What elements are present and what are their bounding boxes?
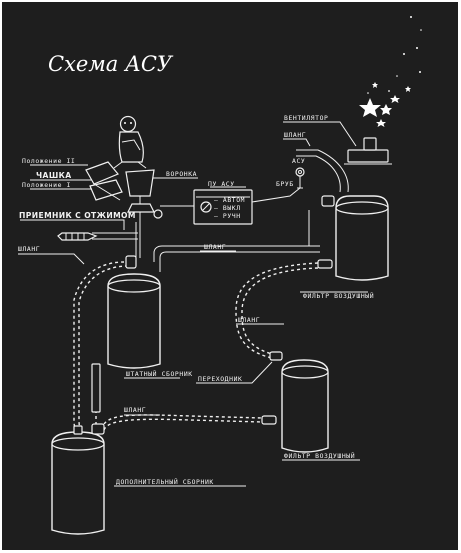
filter-bottom-tank xyxy=(261,351,329,453)
funnel xyxy=(125,169,155,197)
hose-right xyxy=(235,262,319,359)
valve-knob xyxy=(153,209,163,219)
label-avtom: – АВТОМ xyxy=(214,196,245,204)
star-small-1 xyxy=(372,82,378,88)
star-small-2 xyxy=(405,86,411,92)
label-shlang-mid: ШЛАНГ xyxy=(204,243,226,251)
star-large xyxy=(359,98,381,117)
pipe-inlet-shtatny xyxy=(125,255,137,269)
label-filtr-top: ФИЛЬТР ВОЗДУШНЫЙ xyxy=(303,291,374,300)
label-polozhenie-1: Положение I xyxy=(22,181,71,189)
label-chashka: ЧАШКА xyxy=(36,171,71,180)
label-shlang-top: ШЛАНГ xyxy=(284,131,306,139)
label-voronka: ВОРОНКА xyxy=(166,170,197,178)
label-asu: АСУ xyxy=(292,157,305,165)
pu-asu-box xyxy=(193,189,253,225)
diagram-title: Схема АСУ xyxy=(48,52,174,76)
leader-lines xyxy=(18,121,368,487)
hose-bottom-2 xyxy=(103,414,263,425)
fan-duct xyxy=(296,149,349,193)
label-shlang-right: ШЛАНГ xyxy=(238,316,260,324)
label-vykl: – ВЫКЛ xyxy=(214,204,241,212)
star-dot-3 xyxy=(410,16,412,18)
star-medium-3 xyxy=(376,119,386,127)
star-medium-2 xyxy=(390,95,400,103)
filter-top-tank xyxy=(317,195,389,281)
label-brub: БРУБ xyxy=(276,180,294,188)
star-dot-6 xyxy=(419,71,421,73)
hose-left xyxy=(73,261,125,437)
star-dot-7 xyxy=(388,90,390,92)
ventilator xyxy=(344,137,392,165)
hose-right-2 xyxy=(241,267,319,355)
label-perehodnik: ПЕРЕХОДНИК xyxy=(198,375,242,383)
hose-bottom xyxy=(103,418,263,431)
star-dot-4 xyxy=(420,29,422,31)
stars-decoration xyxy=(359,16,422,127)
operator-figure xyxy=(113,115,147,169)
label-polozhenie-2: Положение II xyxy=(22,157,75,165)
star-dot-5 xyxy=(396,75,398,77)
label-ruchn: – РУЧН xyxy=(214,212,241,220)
label-shlang-left: ШЛАНГ xyxy=(18,245,40,253)
pipe-to-filter xyxy=(153,245,320,262)
dop-collector xyxy=(51,423,105,535)
label-shtatny: ШТАТНЫЙ СБОРНИК xyxy=(126,369,193,378)
cup-position-2 xyxy=(85,161,119,185)
star-dot-8 xyxy=(367,92,369,94)
label-filtr-bottom: ФИЛЬТР ВОЗДУШНЫЙ xyxy=(284,451,355,460)
label-shlang-bottom: ШЛАНГ xyxy=(124,406,146,414)
receiver xyxy=(57,232,98,241)
asu-sensor xyxy=(295,167,305,189)
funnel-cup xyxy=(85,161,163,222)
label-pu-asu: ПУ АСУ xyxy=(208,180,235,188)
shtatny-collector xyxy=(91,273,161,413)
pipes xyxy=(92,149,349,272)
star-dot-2 xyxy=(416,47,418,49)
star-dot-1 xyxy=(403,53,405,55)
label-ventilator: ВЕНТИЛЯТОР xyxy=(284,114,328,122)
wire-pu-to-brub xyxy=(251,187,301,203)
label-priemnik: ПРИЕМНИК С ОТЖИМОМ xyxy=(19,211,136,220)
label-dopolnitelny: ДОПОЛНИТЕЛЬНЫЙ СБОРНИК xyxy=(116,477,214,486)
cup-position-1 xyxy=(89,179,123,201)
star-medium-1 xyxy=(380,104,392,115)
